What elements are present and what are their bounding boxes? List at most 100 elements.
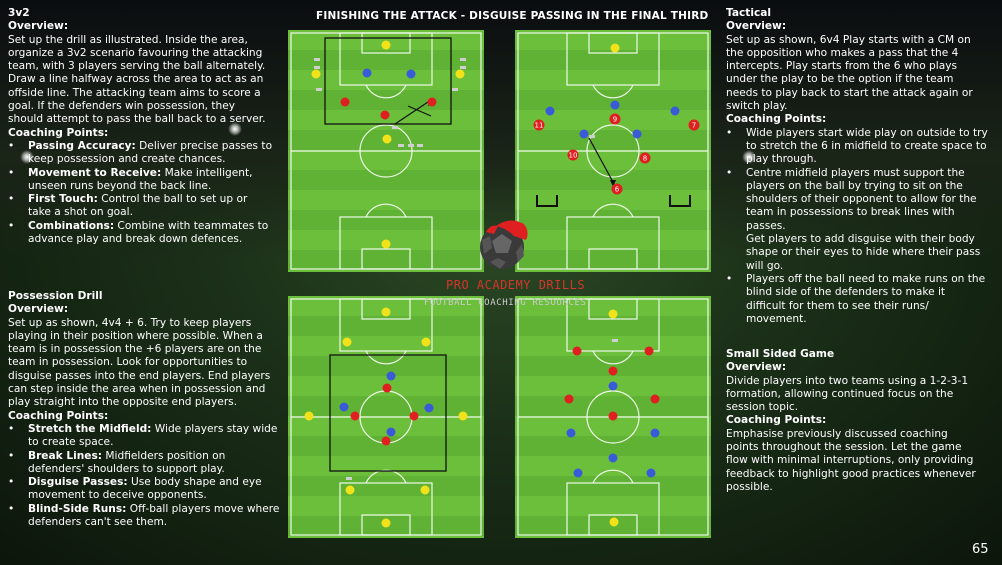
- overview-heading: Overview:: [8, 303, 69, 316]
- player-number: 8: [643, 155, 647, 163]
- player-red: [609, 113, 621, 125]
- player-red: [427, 97, 437, 107]
- cone: [417, 144, 423, 147]
- pass-arrow: [588, 137, 614, 183]
- small-sided-section: Small Sided Game Overview: Divide player…: [726, 348, 998, 494]
- player-blue: [650, 428, 660, 438]
- player-blue: [632, 129, 642, 139]
- overview-line: under the play to be the option if the t…: [726, 73, 954, 86]
- point-text: passes.: [746, 219, 786, 232]
- player-number: 7: [692, 122, 696, 130]
- coaching-point: •Blind-Side Runs: Off-ball players move …: [8, 502, 280, 529]
- point-text: Deliver precise passes to: [135, 139, 273, 152]
- coaching-point: •Stretch the Midfield: Wide players stay…: [8, 422, 278, 449]
- point-label: Movement to Receive:: [28, 166, 162, 179]
- player-blue: [545, 106, 555, 116]
- point-text: take a shot on goal.: [28, 206, 133, 219]
- point-text: Wide players stay wide: [151, 422, 278, 435]
- page-number: 65: [972, 542, 989, 557]
- point-text: Wide players start wide play on outside …: [746, 126, 988, 139]
- pitch-markings: [290, 298, 482, 536]
- coaching-heading: Coaching Points:: [8, 409, 109, 422]
- cone: [398, 144, 404, 147]
- overview-line: the opposition who makes a pass that the…: [726, 46, 959, 59]
- cone: [392, 126, 398, 129]
- overview-line: intercepts. Play starts from the 6 who p…: [726, 60, 958, 73]
- coaching-points-list: •Stretch the Midfield: Wide players stay…: [8, 423, 283, 529]
- player-red: [572, 346, 582, 356]
- point-text: blind side of the defenders to make it: [746, 286, 946, 299]
- point-text: Control the ball to set up or: [97, 193, 248, 206]
- pass-arrowhead: [610, 180, 616, 187]
- coaching-line: flow with minimal interruptions, only pr…: [726, 454, 974, 467]
- player-red: [409, 411, 419, 421]
- player-blue: [670, 106, 680, 116]
- player-blue: [339, 402, 349, 412]
- player-blue: [566, 428, 576, 438]
- player-yellow: [381, 518, 391, 528]
- possession-drill-section: Possession Drill Overview: Set up as sho…: [8, 290, 283, 529]
- player-yellow: [608, 309, 618, 319]
- coaching-line: Emphasise previously discussed coaching: [726, 427, 948, 440]
- point-text: keep possession and create chances.: [28, 153, 226, 166]
- drill-area: [324, 37, 452, 125]
- player-red: [639, 152, 651, 164]
- coaching-line: possible.: [726, 480, 773, 493]
- point-label: Passing Accuracy:: [28, 139, 136, 152]
- overview-line: disguise passes into the end players. En…: [8, 369, 271, 382]
- player-yellow: [342, 337, 352, 347]
- point-text: advance play and break down defences.: [28, 233, 243, 246]
- coaching-point: •Wide players start wide play on outside…: [726, 126, 988, 166]
- player-yellow: [610, 43, 620, 53]
- section-title: 3v2: [8, 7, 30, 19]
- player-red: [567, 149, 579, 161]
- coaching-point: •Centre midfield players must support th…: [726, 166, 977, 232]
- coaching-point: Get players to add disguise with their b…: [726, 233, 998, 273]
- player-red: [608, 411, 618, 421]
- player-yellow: [420, 485, 430, 495]
- overview-heading: Overview:: [8, 20, 69, 33]
- player-red: [380, 110, 390, 120]
- overview-heading: Overview:: [726, 20, 787, 33]
- cone: [460, 66, 466, 69]
- coaching-heading: Coaching Points:: [8, 126, 109, 139]
- point-text: Centre midfield players must support the: [746, 166, 965, 179]
- cone: [346, 477, 352, 480]
- page-title: FINISHING THE ATTACK - DISGUISE PASSING …: [316, 10, 709, 22]
- point-text: will go.: [746, 259, 784, 272]
- point-text: shoulders of their opponent to allow for…: [746, 193, 977, 206]
- cone: [589, 135, 595, 138]
- overview-line: switch play.: [726, 100, 788, 113]
- overview-line: organize a 3v2 scenario favouring the at…: [8, 46, 263, 59]
- player-blue: [573, 468, 583, 478]
- overview-line: Set up the drill as illustrated. Inside …: [8, 33, 248, 46]
- player-number: 10: [569, 152, 578, 160]
- player-number: 11: [535, 122, 544, 130]
- player-red: [564, 394, 574, 404]
- player-yellow: [381, 239, 391, 249]
- floodlight: [20, 150, 34, 164]
- stadium-background: [0, 0, 1002, 260]
- point-text: Get players to add disguise with their b…: [746, 233, 975, 246]
- player-red: [608, 366, 618, 376]
- pitch-markings: [290, 32, 482, 270]
- overview-line: play straight into the opposite end play…: [8, 396, 238, 409]
- player-yellow: [458, 411, 468, 421]
- player-red: [381, 436, 391, 446]
- cone: [408, 144, 414, 147]
- overview-line: can step inside the area when in possess…: [8, 383, 266, 396]
- player-number: 9: [613, 116, 617, 124]
- coaching-points-list: •Passing Accuracy: Deliver precise passe…: [8, 140, 283, 246]
- drill-area: [329, 354, 447, 472]
- player-red: [533, 119, 545, 131]
- cone: [314, 58, 320, 61]
- point-text: Players off the ball need to make runs o…: [746, 272, 986, 285]
- cone: [316, 88, 322, 91]
- overview-line: session topic.: [726, 401, 799, 414]
- point-text: Combine with teammates to: [114, 219, 269, 232]
- coaching-point: •First Touch: Control the ball to set up…: [8, 193, 248, 219]
- point-text: Off-ball players move where: [126, 502, 280, 515]
- pitch-small-sided-diagram: [515, 296, 711, 538]
